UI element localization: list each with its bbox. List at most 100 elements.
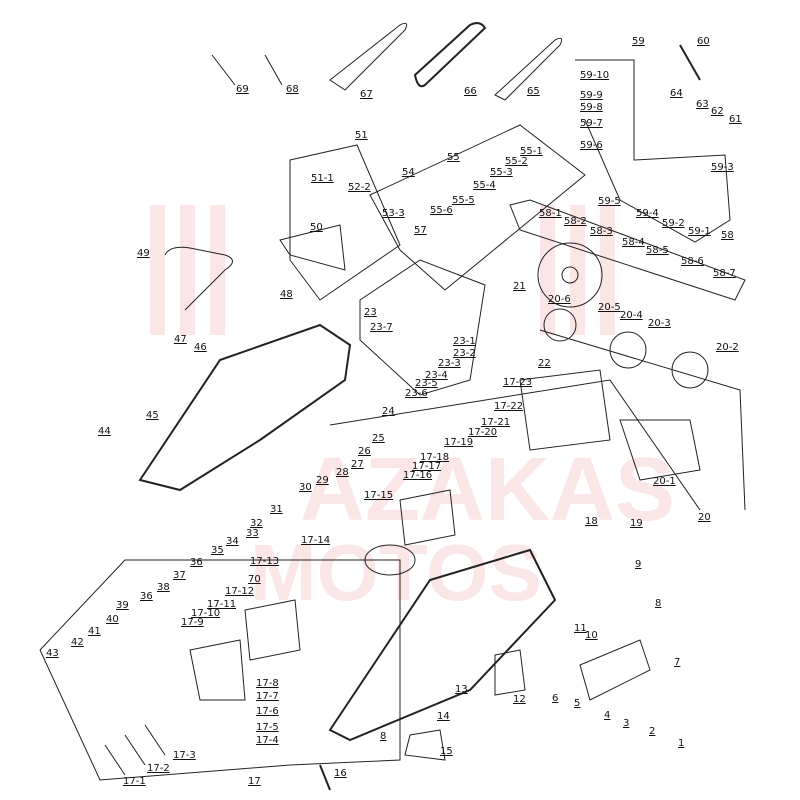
part-callout-label: 33 <box>246 528 259 539</box>
part-callout-label: 7 <box>674 657 681 668</box>
part-callout-label: 58-5 <box>646 245 669 256</box>
part-callout-label: 17-7 <box>256 691 279 702</box>
part-callout-label: 28 <box>336 467 349 478</box>
part-callout-label: 30 <box>299 482 312 493</box>
part-callout-label: 58-7 <box>713 268 736 279</box>
part-callout-label: 53-3 <box>382 208 405 219</box>
part-callout-label: 19 <box>630 518 643 529</box>
part-callout-label: 52-2 <box>348 182 371 193</box>
part-callout-label: 64 <box>670 88 683 99</box>
part-callout-label: 25 <box>372 433 385 444</box>
part-callout-label: 69 <box>236 84 249 95</box>
part-callout-label: 41 <box>88 626 101 637</box>
part-callout-label: 43 <box>46 648 59 659</box>
part-callout-label: 55-3 <box>490 167 513 178</box>
part-callout-label: 22 <box>538 358 551 369</box>
part-callout-label: 51-1 <box>311 173 334 184</box>
part-callout-label: 46 <box>194 342 207 353</box>
part-callout-label: 39 <box>116 600 129 611</box>
part-callout-label: 17-5 <box>256 722 279 733</box>
part-callout-label: 15 <box>440 746 453 757</box>
part-callout-label: 17-20 <box>468 427 498 438</box>
part-callout-label: 58-4 <box>622 237 645 248</box>
part-callout-label: 48 <box>280 289 293 300</box>
part-callout-label: 4 <box>604 710 611 721</box>
part-callout-label: 17-22 <box>494 401 524 412</box>
part-callout-label: 17-18 <box>420 452 450 463</box>
part-callout-label: 17-10 <box>191 608 221 619</box>
part-callout-label: 59-5 <box>598 196 621 207</box>
part-callout-label: 54 <box>402 167 415 178</box>
part-callout-label: 23-4 <box>425 370 448 381</box>
part-callout-label: 55-2 <box>505 156 528 167</box>
part-callout-label: 51 <box>355 130 368 141</box>
part-callout-label: 16 <box>334 768 347 779</box>
part-callout-label: 58-1 <box>539 208 562 219</box>
part-callout-label: 17-19 <box>444 437 474 448</box>
part-callout-label: 17-16 <box>403 470 433 481</box>
part-callout-label: 59-10 <box>580 70 610 81</box>
part-callout-label: 57 <box>414 225 427 236</box>
part-callout-label: 68 <box>286 84 299 95</box>
part-callout-label: 37 <box>173 570 186 581</box>
part-callout-label: 20-3 <box>648 318 671 329</box>
part-callout-label: 23-3 <box>438 358 461 369</box>
part-callout-label: 45 <box>146 410 159 421</box>
part-callout-label: 17-1 <box>123 776 146 787</box>
part-callout-label: 17-9 <box>181 617 204 628</box>
part-callout-label: 5 <box>574 698 581 709</box>
part-callout-label: 20-5 <box>598 302 621 313</box>
part-callout-label: 60 <box>697 36 710 47</box>
part-callout-label: 32 <box>250 518 263 529</box>
part-callout-label: 65 <box>527 86 540 97</box>
part-callout-label: 49 <box>137 248 150 259</box>
part-callout-label: 20 <box>698 512 711 523</box>
part-callout-label: 42 <box>71 637 84 648</box>
part-callout-label: 70 <box>248 574 261 585</box>
part-callout-label: 3 <box>623 718 630 729</box>
part-callout-label: 55-4 <box>473 180 496 191</box>
part-callout-label: 34 <box>226 536 239 547</box>
part-callout-label: 17-3 <box>173 750 196 761</box>
part-callout-label: 40 <box>106 614 119 625</box>
part-callout-label: 11 <box>574 623 587 634</box>
part-callout-label: 58-6 <box>681 256 704 267</box>
svg-text:MOTOS: MOTOS <box>250 528 542 617</box>
part-callout-label: 9 <box>635 559 642 570</box>
part-callout-label: 8 <box>655 598 662 609</box>
part-callout-label: 17 <box>248 776 261 787</box>
part-callout-label: 55 <box>447 152 460 163</box>
part-callout-label: 8 <box>380 731 387 742</box>
part-callout-label: 61 <box>729 114 742 125</box>
part-callout-label: 1 <box>678 738 685 749</box>
part-callout-label: 24 <box>382 406 395 417</box>
part-callout-label: 59 <box>632 36 645 47</box>
part-callout-label: 58-3 <box>590 226 613 237</box>
part-callout-label: 36 <box>190 557 203 568</box>
part-callout-label: 58-2 <box>564 216 587 227</box>
part-callout-label: 26 <box>358 446 371 457</box>
part-callout-label: 20-2 <box>716 342 739 353</box>
part-callout-label: 55-5 <box>452 195 475 206</box>
part-callout-label: 20-1 <box>653 476 676 487</box>
part-callout-label: 67 <box>360 89 373 100</box>
part-callout-label: 17-11 <box>207 599 237 610</box>
part-callout-label: 17-23 <box>503 377 533 388</box>
part-callout-label: 59-6 <box>580 140 603 151</box>
part-callout-label: 29 <box>316 475 329 486</box>
part-callout-label: 10 <box>585 630 598 641</box>
part-callout-label: 17-6 <box>256 706 279 717</box>
part-callout-label: 36 <box>140 591 153 602</box>
part-callout-label: 58 <box>721 230 734 241</box>
part-callout-label: 17-17 <box>412 461 442 472</box>
part-callout-label: 18 <box>585 516 598 527</box>
part-callout-label: 59-9 <box>580 90 603 101</box>
part-callout-label: 59-1 <box>688 226 711 237</box>
part-callout-label: 17-4 <box>256 735 279 746</box>
part-callout-label: 21 <box>513 281 526 292</box>
part-callout-label: 23-2 <box>453 348 476 359</box>
part-callout-label: 23-7 <box>370 322 393 333</box>
part-callout-label: 17-21 <box>481 417 511 428</box>
part-callout-label: 17-8 <box>256 678 279 689</box>
